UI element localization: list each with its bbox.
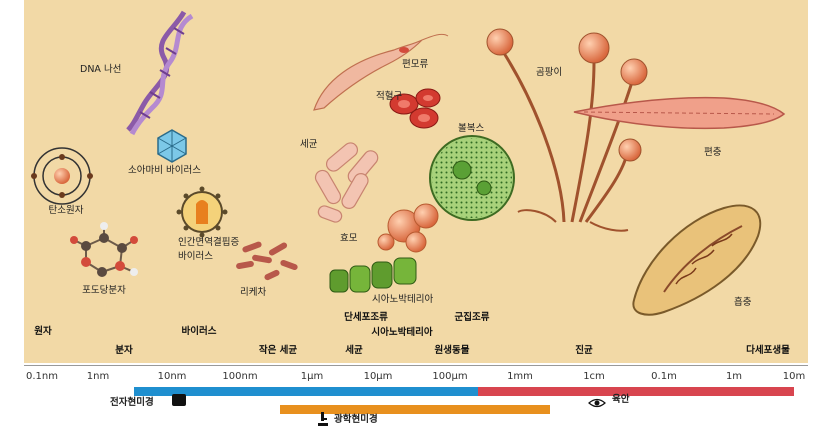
tick-3: 100nm: [222, 371, 258, 382]
tapeworm-label: 편충: [704, 147, 722, 158]
tick-9: 0.1m: [651, 371, 677, 382]
eye-icon: [588, 393, 606, 408]
light-microscope-label: 광학현미경: [334, 414, 378, 425]
axis-line: [24, 365, 808, 366]
mold-sporangia: [486, 28, 648, 162]
category-atom: 원자: [34, 326, 52, 337]
polio-virus-icon: [157, 129, 187, 163]
illustration-canvas: [24, 0, 808, 363]
tick-8: 1cm: [583, 371, 605, 382]
hiv-virus-label-line1: 인간면역결핍증: [178, 237, 240, 248]
tick-11: 10m: [782, 371, 806, 382]
yeast-label: 효모: [340, 233, 358, 244]
category-unicellular-algae: 단세포조류: [344, 312, 388, 323]
panel-background: [24, 0, 808, 363]
category-cyanobacteria: 시아노박테리아: [371, 327, 433, 338]
tapeworm-icon: [573, 96, 786, 130]
light-microscope-icon: [318, 411, 328, 426]
naked-eye-label: 육안: [612, 394, 630, 405]
red-blood-cell-label: 적혈구: [376, 91, 403, 102]
category-multicellular: 다세포생물: [746, 345, 790, 356]
rickettsia-label: 리케차: [240, 287, 267, 298]
bacteria-icon: [314, 142, 379, 223]
fluke-icon: [632, 204, 762, 316]
tick-2: 10nm: [157, 371, 187, 382]
category-colonial-algae: 군집조류: [454, 312, 490, 323]
category-fungi: 진균: [575, 345, 593, 356]
hiv-virus-label-line2: 바이러스: [178, 251, 213, 262]
organism-illustration-panel: DNA 나선 탄소원자 포도당분자 소아마비 바이러스 인간면역결핍증 바이러스…: [24, 0, 808, 363]
light-microscope-range-bar: [280, 405, 550, 414]
naked-eye-range-bar: [478, 387, 794, 396]
category-protozoa: 원생동물: [434, 345, 470, 356]
category-molecule: 분자: [115, 345, 133, 356]
glucose-molecule-icon: [70, 222, 138, 277]
electron-microscope-range-bar: [134, 387, 478, 396]
electron-microscope-icon: [172, 394, 186, 406]
cyanobacteria-label: 시아노박테리아: [372, 294, 434, 305]
volvox-label: 볼복스: [458, 123, 485, 134]
carbon-atom-icon: [31, 147, 93, 205]
glucose-molecule-label: 포도당분자: [82, 285, 126, 296]
dna-helix-icon: [126, 10, 194, 136]
tick-4: 1µm: [300, 371, 324, 382]
tick-6: 100µm: [432, 371, 468, 382]
tick-5: 10µm: [363, 371, 393, 382]
category-virus: 바이러스: [181, 326, 217, 337]
electron-microscope-label: 전자현미경: [110, 397, 154, 408]
red-blood-cell-icon: [389, 88, 441, 129]
scale-axis: 0.1nm 1nm 10nm 100nm 1µm 10µm 100µm 1mm …: [22, 365, 812, 385]
yeast-icon: [377, 203, 439, 253]
hiv-virus-icon: [176, 186, 228, 238]
tick-0: 0.1nm: [26, 371, 58, 382]
bacteria-label: 세균: [300, 139, 318, 150]
polio-virus-label: 소아마비 바이러스: [128, 165, 201, 176]
tick-7: 1mm: [507, 371, 533, 382]
euglena-icon: [313, 33, 449, 111]
dna-helix-label: DNA 나선: [80, 64, 122, 75]
rickettsia-icon: [236, 241, 298, 281]
carbon-atom-label: 탄소원자: [48, 205, 84, 216]
euglena-label: 편모류: [402, 59, 429, 70]
fluke-label: 흡충: [734, 297, 752, 308]
cyanobacteria-icon: [329, 257, 417, 293]
volvox-icon: [429, 135, 515, 221]
mold-label: 곰팡이: [536, 67, 563, 78]
category-small-bacteria: 작은 세균: [258, 345, 298, 356]
category-bacteria: 세균: [345, 345, 363, 356]
tick-10: 1m: [725, 371, 743, 382]
tick-1: 1nm: [86, 371, 110, 382]
